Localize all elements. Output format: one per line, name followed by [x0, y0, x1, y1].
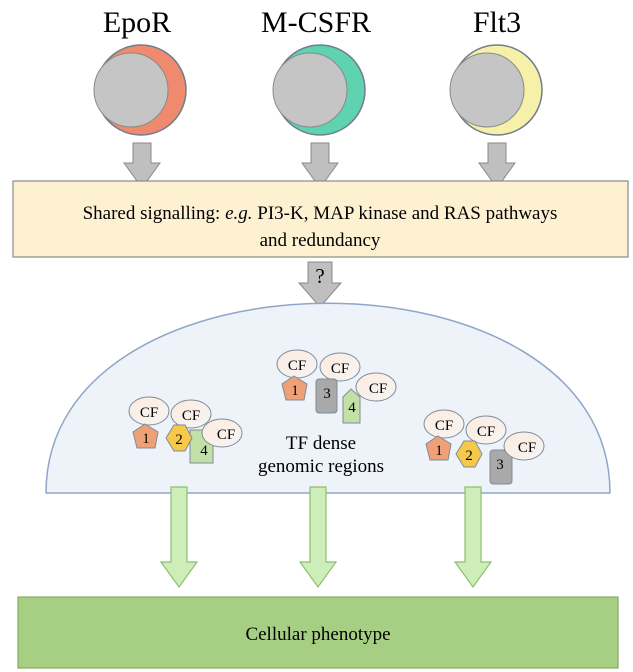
- tf-left-2: [165, 424, 193, 452]
- shared-signalling-box: [12, 180, 629, 258]
- shared-signalling-line1: Shared signalling: e.g. PI3-K, MAP kinas…: [83, 203, 558, 224]
- arrow-middle-to-phenotype: [298, 486, 338, 589]
- cf-left-1-label: CF: [140, 405, 158, 421]
- tf-middle-1: [281, 375, 308, 401]
- arrow-flt3-down: [478, 142, 516, 189]
- cf-middle-1-label: CF: [288, 358, 306, 374]
- tf-left-1-label: 1: [142, 431, 150, 447]
- tf-left-4-label: 4: [200, 443, 208, 459]
- tf-left-1: [132, 423, 159, 449]
- cf-right-1-label: CF: [435, 418, 453, 434]
- tf-middle-3-label: 3: [323, 386, 331, 402]
- cf-middle-2: [319, 352, 361, 382]
- cellular-phenotype-box: [17, 596, 619, 669]
- receptor-title-mcsfr: M-CSFR: [261, 6, 371, 39]
- tf-cluster-left: CF CF 4 CF 1 2: [128, 396, 243, 464]
- cf-right-2-label: CF: [477, 424, 495, 440]
- cf-right-1: [423, 409, 465, 439]
- tf-middle-1-label: 1: [291, 383, 299, 399]
- tf-right-1: [425, 435, 452, 461]
- arrow-mcsfr-down: [301, 142, 339, 189]
- arrow-epor-down: [123, 142, 161, 189]
- question-mark: ?: [315, 264, 324, 288]
- nucleus-label-line2: genomic regions: [258, 456, 384, 477]
- receptor-mcsfr: [272, 44, 366, 136]
- tf-left-2-label: 2: [175, 432, 183, 448]
- cf-left-3-label: CF: [217, 427, 235, 443]
- tf-right-1-label: 1: [435, 443, 443, 459]
- tf-cluster-middle: CF CF 3 4 CF 1: [276, 349, 397, 424]
- tf-right-3: [489, 449, 513, 485]
- cf-middle-3: [355, 372, 397, 402]
- cf-left-1: [128, 396, 170, 426]
- shared-signalling-line2: and redundancy: [260, 230, 381, 251]
- cellular-phenotype-label: Cellular phenotype: [245, 624, 390, 645]
- cf-middle-3-label: CF: [369, 381, 387, 397]
- arrow-left-to-phenotype: [159, 486, 199, 589]
- receptor-epor: [93, 44, 187, 136]
- cf-right-3-label: CF: [518, 440, 536, 456]
- cf-middle-2-label: CF: [331, 361, 349, 377]
- receptor-title-epor: EpoR: [103, 6, 171, 39]
- tf-middle-3: [315, 378, 338, 414]
- cf-right-2: [465, 415, 507, 445]
- cf-left-3: [201, 418, 243, 448]
- receptor-flt3: [449, 44, 543, 136]
- arrow-question: [297, 261, 343, 308]
- arrow-right-to-phenotype: [453, 486, 493, 589]
- cf-left-2-label: CF: [182, 408, 200, 424]
- cf-right-3: [503, 431, 545, 461]
- tf-cluster-right: CF CF 3 CF 1 2: [423, 409, 545, 485]
- tf-right-3-label: 3: [496, 457, 504, 473]
- tf-middle-4: [342, 388, 361, 424]
- tf-right-2: [455, 440, 483, 468]
- tf-right-2-label: 2: [465, 448, 473, 464]
- cf-left-2: [170, 399, 212, 429]
- nucleus-label-line1: TF dense: [286, 433, 356, 454]
- receptor-title-flt3: Flt3: [473, 6, 521, 39]
- tf-middle-4-label: 4: [348, 400, 356, 416]
